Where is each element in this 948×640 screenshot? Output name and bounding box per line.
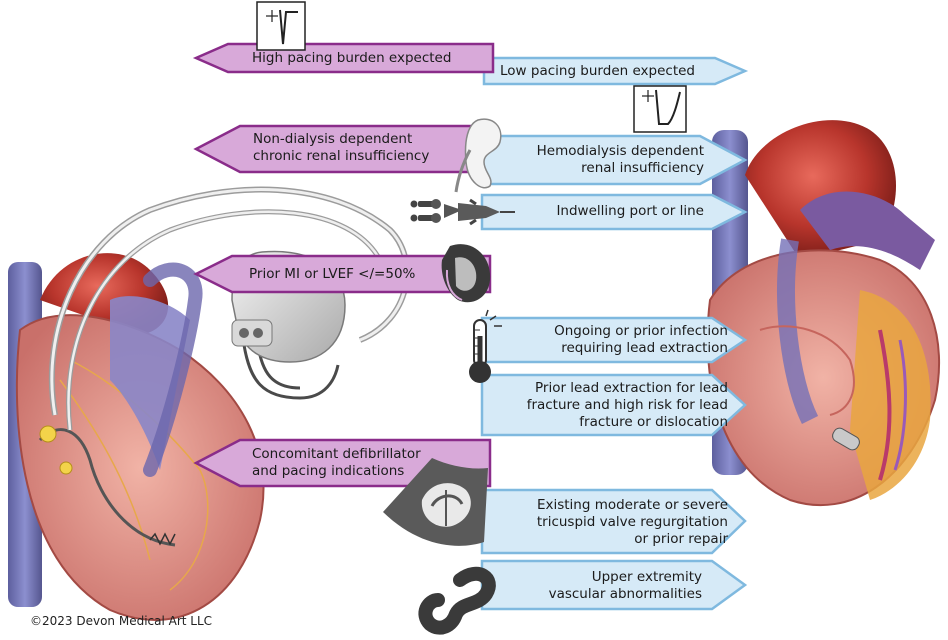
- label-vascular-2: vascular abnormalities: [548, 586, 702, 602]
- infarct-heart-icon: [441, 244, 491, 303]
- pacing-spike-icon: [256, 1, 306, 51]
- label-hemo-1: Hemodialysis dependent: [536, 143, 704, 159]
- arrows-right: [480, 56, 749, 611]
- label-infection-1: Ongoing or prior infection: [554, 323, 728, 339]
- arrow-defibrillator: [193, 438, 492, 488]
- label-high-pacing: High pacing burden expected: [252, 50, 452, 66]
- arrow-extraction: [480, 373, 747, 437]
- label-renal-1: Non-dialysis dependent: [253, 131, 413, 147]
- label-hemo-2: renal insufficiency: [581, 160, 704, 176]
- copyright-credit: ©2023 Devon Medical Art LLC: [30, 614, 213, 628]
- label-tricuspid-3: or prior repair: [634, 531, 728, 547]
- port-catheter-icon: [410, 198, 515, 226]
- label-tricuspid-2: tricuspid valve regurgitation: [536, 514, 728, 530]
- arrow-port: [480, 193, 748, 231]
- left-heart-illustration: [8, 253, 265, 621]
- label-defib-1: Concomitant defibrillator: [252, 446, 421, 462]
- label-tricuspid-1: Existing moderate or severe: [536, 497, 728, 513]
- thermometer-icon: [469, 309, 502, 383]
- arrows-left: [192, 42, 495, 488]
- label-port: Indwelling port or line: [556, 203, 704, 219]
- label-defib-2: and pacing indications: [252, 463, 405, 479]
- biphasic-pacing-icon: [633, 85, 687, 133]
- label-extraction-1: Prior lead extraction for lead: [535, 380, 728, 396]
- label-low-pacing: Low pacing burden expected: [500, 63, 695, 79]
- label-extraction-3: fracture or dislocation: [579, 414, 728, 430]
- arrow-low-pacing: [482, 56, 749, 86]
- label-extraction-2: fracture and high risk for lead: [526, 397, 728, 413]
- label-vascular-1: Upper extremity: [591, 569, 702, 585]
- right-heart-illustration: [706, 120, 941, 506]
- kidney-icon: [454, 118, 502, 193]
- vessel-icon: [418, 567, 496, 635]
- arrow-prior-mi: [193, 254, 492, 294]
- echo-image-icon: [383, 458, 488, 546]
- label-prior-mi: Prior MI or LVEF </=50%: [249, 266, 416, 282]
- label-renal-2: chronic renal insufficiency: [253, 148, 430, 164]
- label-infection-2: requiring lead extraction: [561, 340, 728, 356]
